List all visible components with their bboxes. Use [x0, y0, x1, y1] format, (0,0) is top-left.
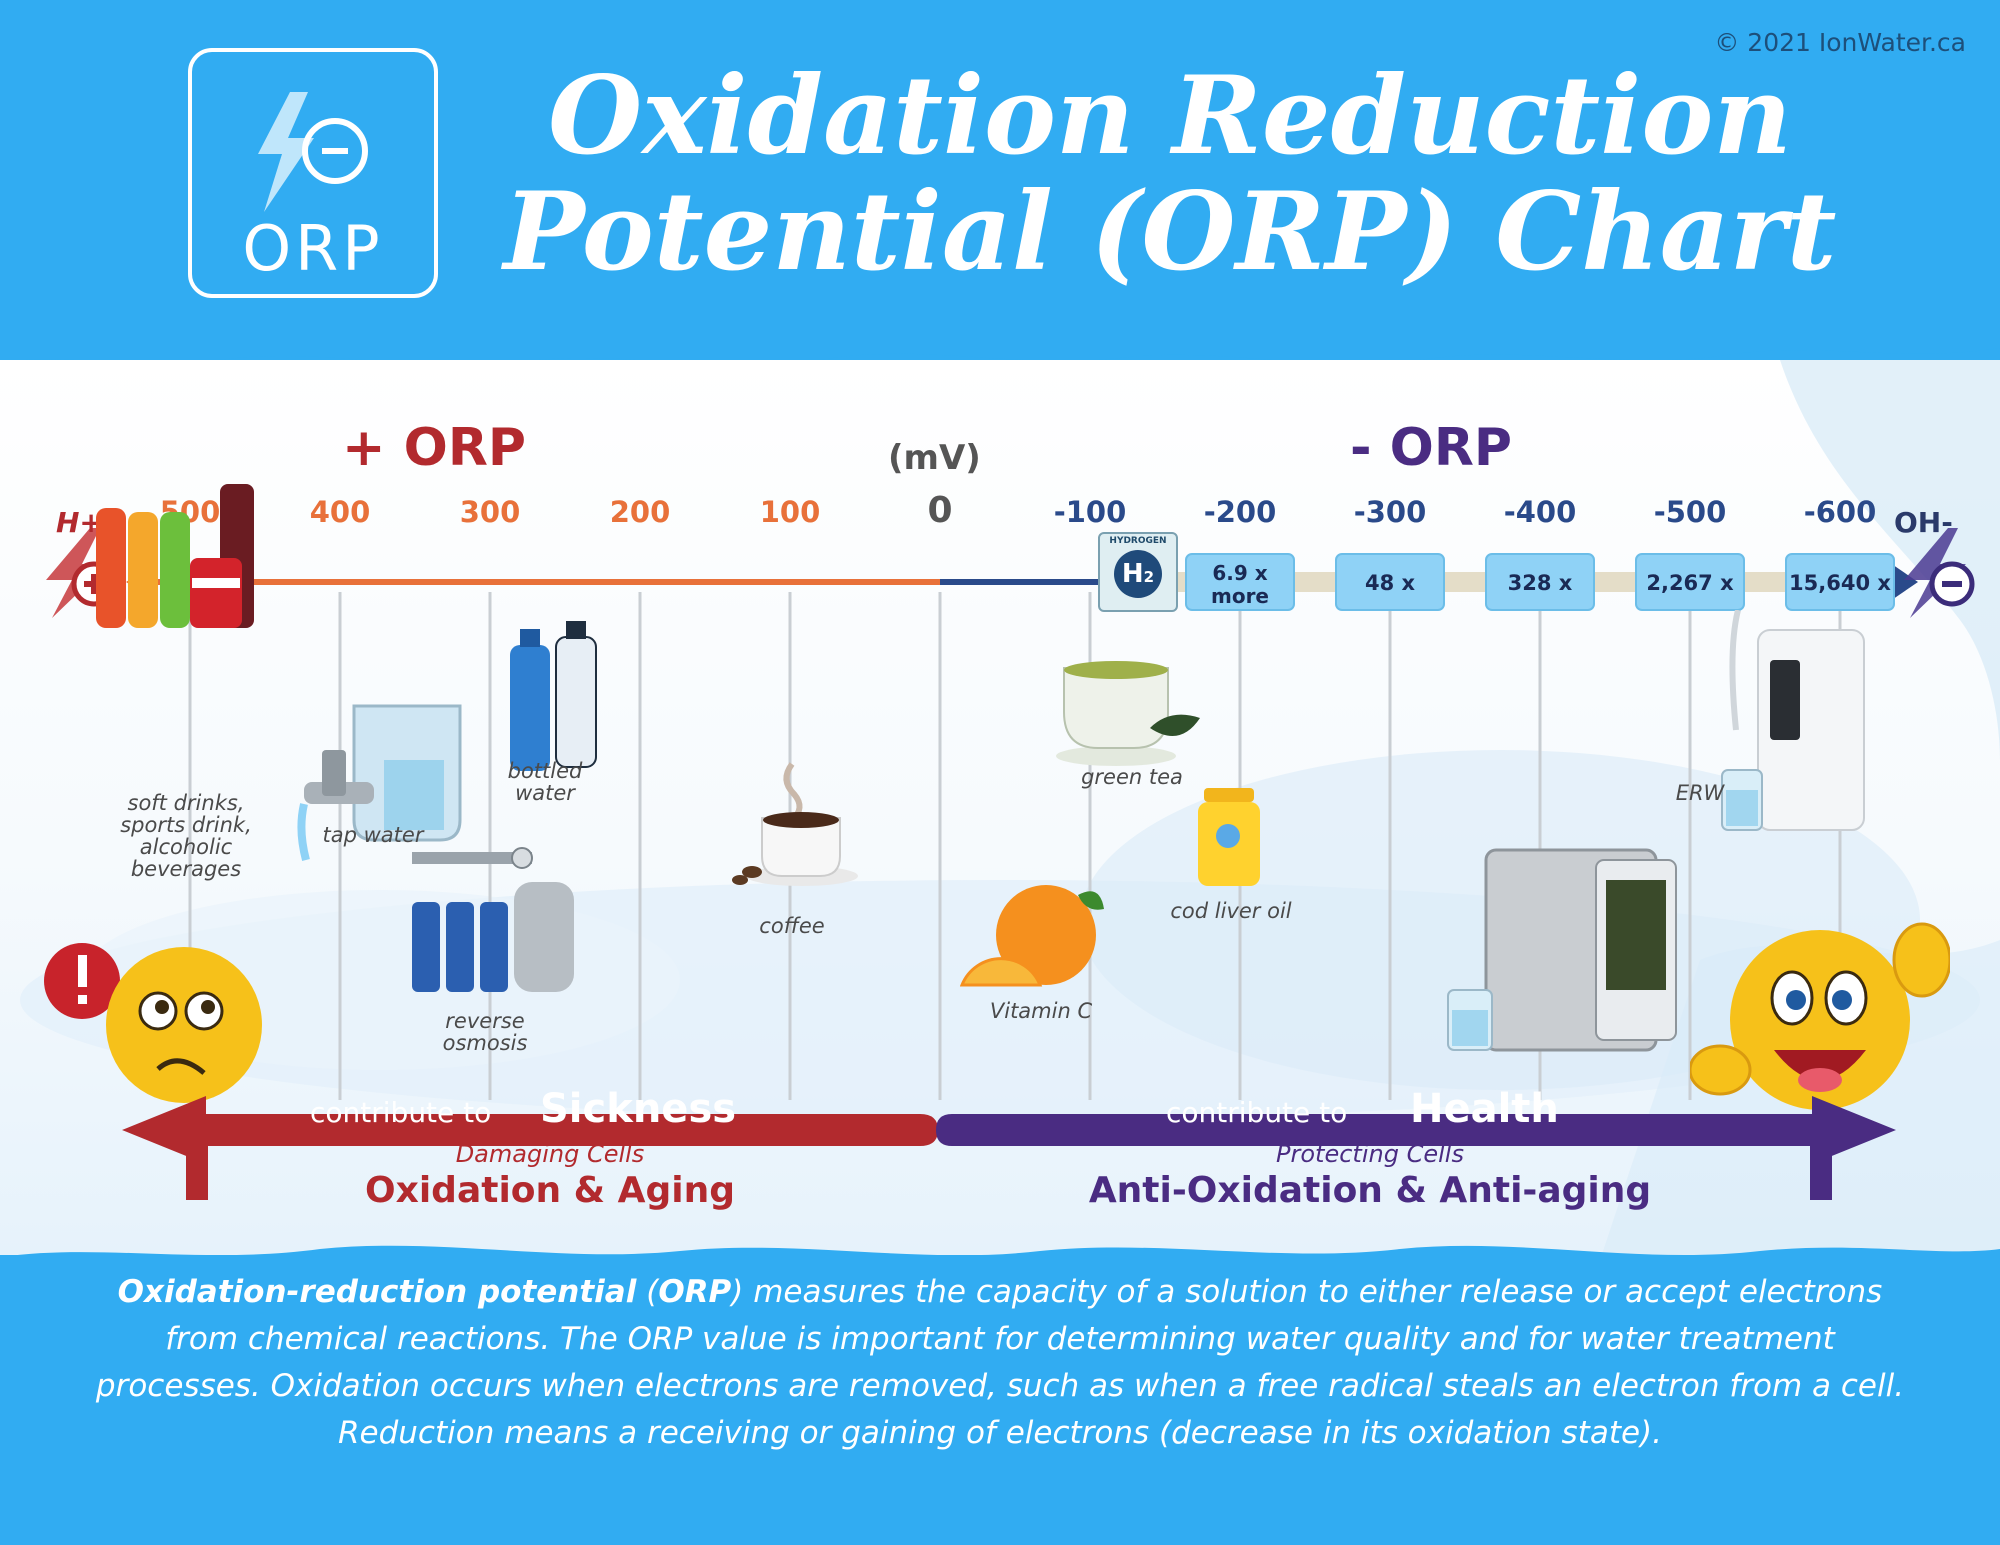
- page-title-line1: Oxidation Reduction: [548, 53, 1792, 179]
- oxidation-aging-label: Oxidation & Aging: [365, 1170, 735, 1211]
- tick-label-2: 300: [460, 495, 521, 529]
- tick-label-8: -300: [1354, 495, 1427, 529]
- multiplier-label-4: 15,640 x: [1789, 571, 1891, 595]
- multiplier-label-3: 2,267 x: [1646, 571, 1734, 595]
- health-word: Health: [1410, 1086, 1559, 1132]
- item-label-vitamin-c: Vitamin C: [989, 999, 1093, 1023]
- multiplier-label-1: 48 x: [1365, 571, 1416, 595]
- orp-description: Oxidation-reduction potential (ORP) meas…: [80, 1269, 1920, 1457]
- tick-label-9: -400: [1504, 495, 1577, 529]
- left-end-label: H+: [56, 506, 103, 539]
- page-title-line2: Potential (ORP) Chart: [503, 169, 1837, 295]
- tick-label-1: 400: [310, 495, 371, 529]
- tick-label-10: -500: [1654, 495, 1727, 529]
- item-label-bottled-water: bottled water: [507, 759, 583, 806]
- bottled-water-image: [510, 621, 597, 771]
- item-label-coffee: coffee: [759, 914, 825, 938]
- lightning-bolt-icon: [258, 92, 314, 212]
- anti-oxidation-label: Anti-Oxidation & Anti-aging: [1088, 1170, 1652, 1211]
- cod-liver-oil-image: [1198, 788, 1260, 886]
- soft-drinks-image: [96, 484, 254, 628]
- orp-body: ) measures the capacity of a solution to…: [95, 1274, 1905, 1451]
- item-label-tap-water: tap water: [322, 823, 424, 847]
- copyright: © 2021 IonWater.ca: [1714, 28, 1966, 57]
- multiplier-badge-1: [1335, 553, 1445, 611]
- happy-emoji-icon: [1690, 922, 1950, 1110]
- right-end-label: OH-: [1894, 506, 1953, 539]
- sickness-word: Sickness: [540, 1086, 737, 1132]
- header: © 2021 IonWater.ca ORP Oxidation Reducti…: [0, 0, 2000, 360]
- item-label-soft-drinks: soft drinks, sports drink, alcoholic bev…: [120, 791, 252, 882]
- positive-orp-heading: + ORP: [342, 418, 527, 478]
- bands-arrows: [122, 1096, 1896, 1200]
- tick-label-11: -600: [1804, 495, 1877, 529]
- reverse-osmosis-image: [412, 847, 574, 992]
- orp-abbr: ORP: [658, 1274, 732, 1310]
- multiplier-label2-0: more: [1211, 584, 1269, 608]
- multiplier-badge-3: [1635, 553, 1745, 611]
- multiplier-label-2: 328 x: [1508, 571, 1573, 595]
- worried-emoji-icon: [44, 943, 262, 1103]
- tick-label-4: 100: [760, 495, 821, 529]
- multiplier-badge-2: [1485, 553, 1595, 611]
- orp-term: Oxidation-reduction potential: [117, 1274, 637, 1310]
- hydrogen-symbol: H: [1121, 559, 1144, 589]
- water-ionizer-image: [1447, 848, 1677, 1052]
- coffee-image: [732, 762, 858, 886]
- damaging-cells-label: Damaging Cells: [455, 1140, 645, 1168]
- orp-open-paren: (: [636, 1274, 659, 1310]
- orp-logo: ORP: [188, 48, 438, 298]
- hydrogen-circle: H2: [1114, 550, 1162, 598]
- multiplier-badge-0: [1185, 553, 1295, 611]
- multiplier-badge-4: [1785, 553, 1895, 611]
- torn-edge: [0, 330, 2000, 366]
- logo-text: ORP: [242, 212, 384, 285]
- hydrogen-badge: HYDROGEN H2: [1098, 532, 1178, 612]
- erw-ionizer-image: [1721, 610, 1865, 831]
- negative-orp-heading: - ORP: [1350, 418, 1513, 478]
- tick-label-6: -100: [1054, 495, 1127, 529]
- minus-circle-icon: [302, 118, 368, 184]
- health-prefix: contribute to: [1166, 1096, 1348, 1129]
- green-tea-image: [1056, 661, 1200, 766]
- minus-circle-icon: [1904, 528, 1975, 618]
- hydrogen-caption: HYDROGEN: [1109, 536, 1167, 546]
- footer: Oxidation-reduction potential (ORP) meas…: [0, 1255, 2000, 1545]
- item-label-erw: ERW: [1675, 781, 1725, 805]
- item-label-green-tea: green tea: [1081, 765, 1183, 789]
- hydrogen-subscript: 2: [1143, 568, 1155, 586]
- vitamin-c-image: [960, 885, 1104, 987]
- protecting-cells-label: Protecting Cells: [1276, 1140, 1464, 1168]
- multiplier-label-0: 6.9 x: [1212, 561, 1267, 585]
- unit-label: (mV): [888, 438, 981, 478]
- item-label-reverse-osmosis: reverse osmosis: [442, 1009, 528, 1056]
- sickness-prefix: contribute to: [310, 1096, 492, 1129]
- tick-label-5: 0: [927, 490, 952, 531]
- tick-label-7: -200: [1204, 495, 1277, 529]
- tick-label-3: 200: [610, 495, 671, 529]
- item-label-cod-liver-oil: cod liver oil: [1170, 899, 1292, 923]
- tap-water-image: [297, 704, 462, 862]
